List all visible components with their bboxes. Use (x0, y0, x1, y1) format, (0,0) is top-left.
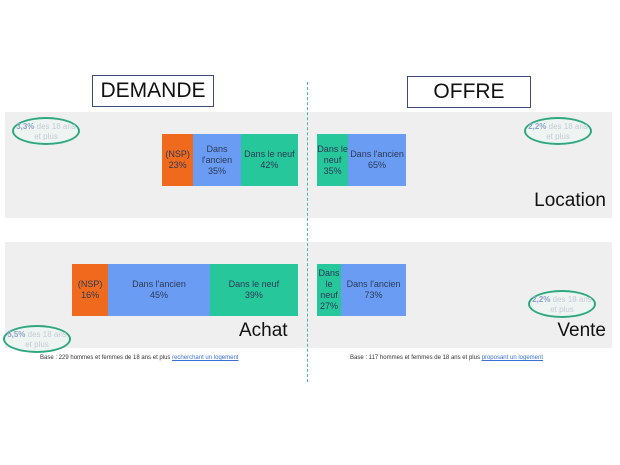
oval-text: des 18 ans et plus (546, 122, 588, 141)
segment-pct: 23% (168, 160, 187, 170)
oval-top-left: 3,3% des 18 ans et plus (12, 117, 80, 145)
segment-label: Dans le neuf (228, 279, 280, 289)
segment-label: Dans l'ancien (346, 279, 401, 289)
segment-pct: 65% (368, 160, 387, 170)
base-note-link[interactable]: recherchant un logement (172, 355, 239, 361)
base-note-text: Base : 229 hommes et femmes de 18 ans et… (40, 355, 173, 361)
segment-pct: 27% (320, 301, 339, 311)
oval-pct: 2,2% (532, 295, 551, 304)
segment-pct: 35% (208, 165, 227, 176)
location-label: Location (534, 190, 606, 211)
achat-label: Achat (239, 320, 288, 341)
oval-bottom-left: 5,5% des 18 ans et plus (3, 325, 71, 353)
demande-header: DEMANDE (92, 75, 214, 107)
oval-text: des 18 ans et plus (34, 122, 76, 141)
base-note-left: Base : 229 hommes et femmes de 18 ans et… (40, 355, 238, 361)
segment-label: (NSP) (165, 149, 190, 159)
segment-pct: 45% (149, 290, 168, 300)
location-band (5, 112, 612, 218)
segment-pct: 73% (364, 290, 383, 300)
oval-top-right: 2,2% des 18 ans et plus (524, 117, 592, 145)
base-note-right: Base : 117 hommes et femmes de 18 ans et… (350, 355, 543, 361)
segment-pct: 42% (260, 160, 279, 170)
vente-label: Vente (557, 320, 606, 341)
segment-label: Dans le neuf (244, 149, 295, 159)
segment-label: Dans l'ancien (132, 279, 186, 289)
oval-pct: 3,3% (16, 122, 35, 131)
center-divider (307, 82, 308, 382)
bar-segment: (NSP)16% (72, 264, 109, 316)
segment-label: Dans l'ancien (350, 149, 404, 159)
base-note-link[interactable]: proposant un logement (481, 355, 544, 361)
segment-label: Dans l'ancien (201, 143, 233, 165)
oval-bottom-right: 2,2% des 18 ans et plus (528, 290, 596, 318)
segment-pct: 39% (244, 290, 263, 300)
base-note-text: Base : 117 hommes et femmes de 18 ans et… (350, 355, 482, 361)
oval-text: des 18 ans et plus (25, 330, 67, 349)
oval-pct: 2,2% (528, 122, 547, 131)
oval-text: des 18 ans et plus (550, 295, 592, 314)
segment-pct: 35% (323, 165, 342, 176)
segment-label: Dans le neuf (317, 143, 348, 165)
bar-segment: (NSP)23% (162, 134, 194, 186)
offre-header: OFFRE (407, 76, 531, 108)
segment-pct: 16% (81, 290, 100, 300)
segment-label: Dans le neuf (318, 268, 340, 300)
oval-pct: 5,5% (7, 330, 26, 339)
segment-label: (NSP) (77, 279, 103, 289)
